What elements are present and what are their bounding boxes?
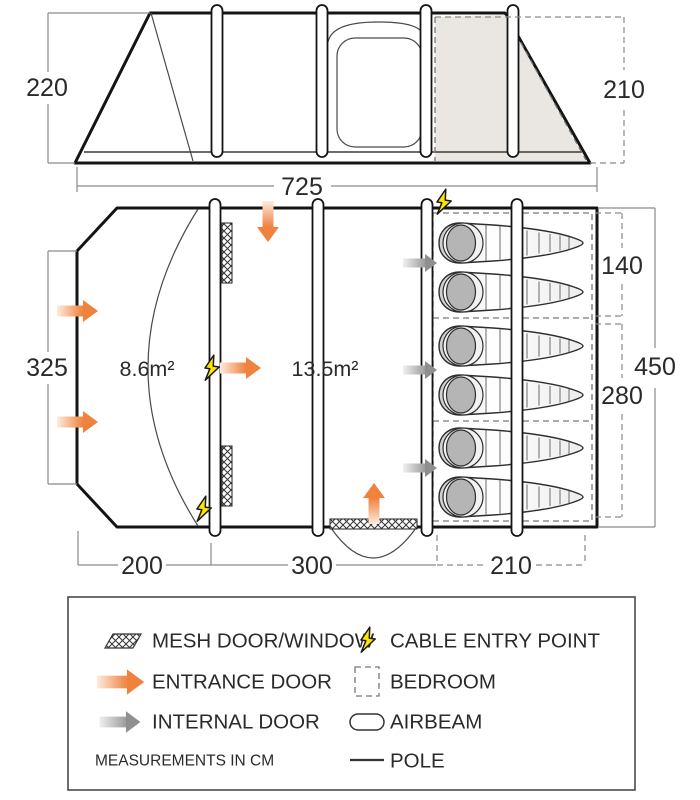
dim-725-label: 725 xyxy=(281,173,323,201)
area-main-label: 13.5m² xyxy=(292,357,359,381)
mesh-strip xyxy=(221,445,233,507)
dim-bottom-solid xyxy=(77,531,436,566)
legend-entrance-label: ENTRANCE DOOR xyxy=(152,671,332,694)
legend-airbeam-label: AIRBEAM xyxy=(390,711,482,734)
legend-box xyxy=(67,596,636,791)
dim-725-line xyxy=(76,167,598,192)
legend-bedroom-label: BEDROOM xyxy=(390,671,496,694)
airbeam-pole xyxy=(419,4,433,158)
mesh-swatch-icon xyxy=(103,633,143,649)
dim-325-bracket xyxy=(47,250,77,485)
dim-280-bracket xyxy=(595,323,623,518)
dim-450-label: 450 xyxy=(634,353,676,381)
dim-280-label: 280 xyxy=(601,382,643,410)
dim-450-bracket xyxy=(599,207,656,528)
side-view-bedroom-dash-diagonal xyxy=(505,15,587,161)
airbeam-pole xyxy=(315,4,329,158)
front-door-arc xyxy=(147,208,199,527)
legend: MESH DOOR/WINDOW CABLE ENTRY POINT ENTRA… xyxy=(67,596,636,791)
dim-300-label: 300 xyxy=(291,552,333,580)
floor-plan: 8.6m² 13.5m² 325 200 300 210 140 280 450 xyxy=(26,187,676,580)
dim-bottom-dashed xyxy=(436,535,586,566)
side-view-door xyxy=(336,37,423,148)
airbeam-pole xyxy=(506,4,520,158)
side-view: 220 210 725 xyxy=(26,4,645,201)
airbeam-pole xyxy=(210,4,224,158)
airbeam-pole xyxy=(510,198,524,537)
dim-140-label: 140 xyxy=(601,252,643,280)
legend-note-label: MEASUREMENTS IN CM xyxy=(95,753,274,770)
bedroom-swatch-icon xyxy=(354,666,380,697)
dim-210-label: 210 xyxy=(490,552,532,580)
dim-200-label: 200 xyxy=(121,552,163,580)
dim-140-bracket xyxy=(595,212,623,317)
dim-220-label: 220 xyxy=(26,74,68,102)
side-view-door-arch xyxy=(327,21,424,43)
side-view-inner-seam xyxy=(150,12,194,162)
dim-220-bracket xyxy=(47,12,150,164)
legend-pole-label: POLE xyxy=(390,750,445,773)
airbeam-pole xyxy=(311,198,325,537)
legend-internal-label: INTERNAL DOOR xyxy=(152,711,320,734)
legend-mesh-label: MESH DOOR/WINDOW xyxy=(152,630,375,653)
mesh-strip xyxy=(221,222,233,284)
airbeam-swatch-icon xyxy=(349,713,385,731)
legend-cable-label: CABLE ENTRY POINT xyxy=(390,630,600,653)
dim-210-side-ticks xyxy=(435,16,624,164)
dim-325-label: 325 xyxy=(26,354,68,382)
door-swing-arc xyxy=(330,527,417,559)
area-front-label: 8.6m² xyxy=(120,357,175,381)
dim-210-side-label: 210 xyxy=(603,76,645,104)
